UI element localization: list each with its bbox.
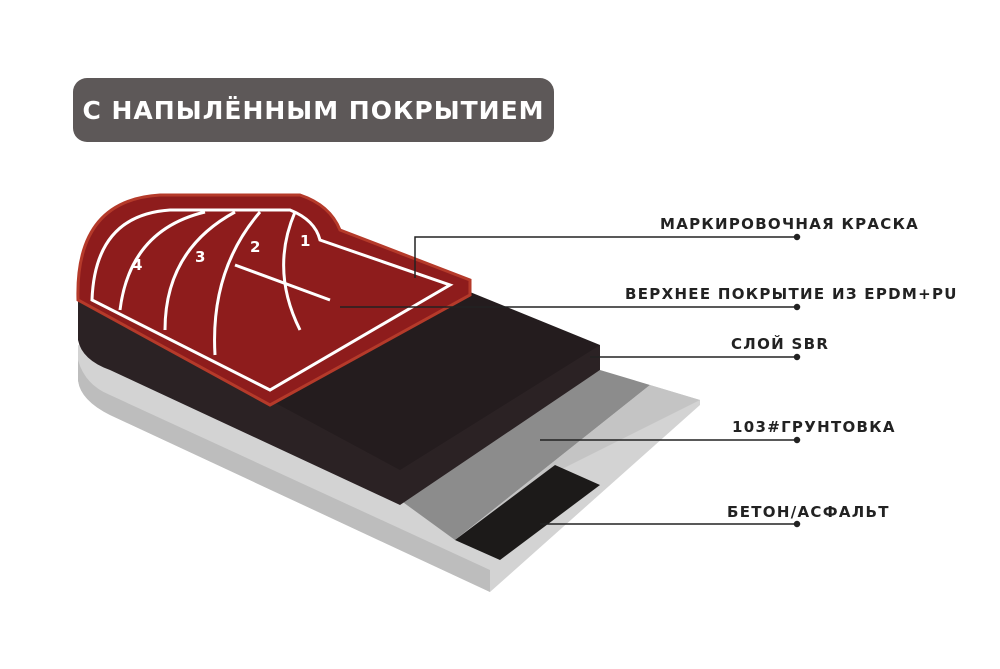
lane-lines (90, 208, 454, 392)
label-primer: 103#ГРУНТОВКА (732, 418, 896, 436)
label-marking-paint: МАРКИРОВОЧНАЯ КРАСКА (660, 215, 920, 233)
label-concrete-asphalt: БЕТОН/АСФАЛЬТ (727, 503, 890, 521)
lane-number: 3 (195, 248, 205, 266)
asphalt-block (455, 465, 600, 560)
epdm-layer (270, 292, 600, 470)
title-banner: С НАПЫЛЁННЫМ ПОКРЫТИЕМ (73, 78, 554, 142)
label-epdm-pu: ВЕРХНЕЕ ПОКРЫТИЕ ИЗ EPDM+PU (625, 285, 958, 303)
track-surface (76, 193, 472, 407)
concrete-side (78, 360, 490, 592)
label-sbr: СЛОЙ SBR (731, 335, 830, 353)
lane-number: 2 (250, 238, 260, 256)
lane-number: 4 (132, 256, 142, 274)
leader-lines (340, 233, 801, 528)
lane-number: 1 (300, 232, 310, 250)
primer-layer (400, 370, 650, 540)
